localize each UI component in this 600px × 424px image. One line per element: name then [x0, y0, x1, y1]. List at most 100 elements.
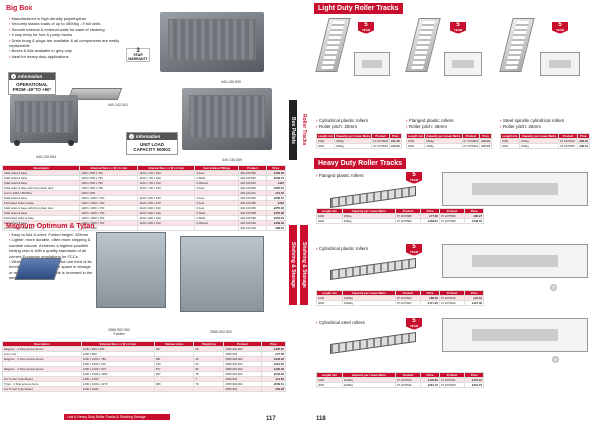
magnum-folded-image: [14, 258, 62, 280]
table-cell: £127.48: [464, 300, 484, 306]
table-cell: £59.40: [576, 138, 591, 144]
roller-part-image: [552, 356, 559, 363]
feature-item: Boxes & lids available in grey only: [9, 48, 122, 53]
heavy-duty-title: Heavy Duty Roller Tracks: [314, 158, 407, 169]
big-box-features: Manufactured in high density polyethylen…: [2, 16, 122, 59]
table-cell: 07.1670510: [371, 143, 391, 149]
table-cell: £31.19: [479, 138, 492, 144]
left-page: Big Box Manufactured in high density pol…: [0, 0, 300, 424]
table-cell: 1200 x 1000: [79, 225, 139, 231]
feature-item: Securely stacks loads of up to 4500kg - …: [9, 21, 122, 26]
table-cell: 150kg: [518, 143, 560, 149]
light-track-drawing-2: [444, 52, 482, 76]
table-cell: 2000: [315, 143, 336, 149]
feature-item: Smooth internal & external walls for eas…: [9, 27, 122, 32]
table-cell: 2000: [316, 300, 343, 306]
table-cell: £158.81: [420, 218, 440, 224]
info-icon: i: [129, 134, 134, 139]
product-code: 440.142.001: [108, 103, 128, 107]
table-cell: 07.1670593: [438, 218, 466, 224]
table-cell: 07.1670602: [394, 300, 422, 306]
table-cell: £59.28: [260, 386, 287, 392]
tab-shelving-left: Shelving & Storage: [289, 225, 297, 305]
table-cell: 2565.902: [223, 386, 262, 392]
feature-item: 4 way entry for fork & pump trucks: [9, 32, 122, 37]
big-box-title: Big Box: [6, 5, 33, 12]
magnum-title: Magnum Optimum & Tytan: [6, 223, 95, 230]
table-cell: £69.81: [265, 225, 287, 231]
table-cell: 150kg: [334, 143, 373, 149]
table-header: Capacity per Linear Metre: [518, 133, 560, 139]
table-cell: 2000: [316, 218, 343, 224]
table-cell: £148.79: [464, 218, 484, 224]
tab-shelving-right: Shelving & Storage: [300, 225, 308, 305]
product-code: 440.130.059: [222, 158, 242, 162]
magnum-crate-image-1: [96, 232, 166, 308]
table-cell: 07.1670522: [461, 143, 481, 149]
heavy-track-image-1: [330, 185, 416, 209]
table-cell: 1200 x 1000: [80, 386, 155, 392]
light-caption-2: Flanged plastic rollersRoller pitch: 48m…: [406, 118, 486, 129]
table-cell: [137, 225, 196, 231]
feature-item: Lighter, more durable, often more shippi…: [9, 237, 94, 259]
light-track-drawing-1: [354, 52, 390, 76]
table-cell: £351.73: [464, 382, 484, 388]
table-cell: Lid To Suit Tytan Board: [2, 386, 82, 392]
table-cell: 07.1670540: [558, 138, 578, 144]
table-cell: 07.1670582: [394, 218, 422, 224]
table-cell: Lid for 1200 x 1000 Box: [1, 225, 81, 231]
table-cell: 07.1670545: [558, 143, 578, 149]
table-cell: £43.33: [389, 143, 402, 149]
table-cell: [193, 386, 225, 392]
heavy-track-image-2: [330, 257, 416, 281]
table-cell: £171.26: [420, 300, 440, 306]
tab-box-pallets-left: Box Pallets: [289, 100, 297, 160]
light-track-image-2: [405, 18, 441, 72]
table-cell: [194, 225, 240, 231]
table-cell: 07.1670504: [371, 138, 391, 144]
footer-bar: Low & Heavy Duty Roller Tracks & Shelvin…: [64, 414, 170, 420]
gutter: Box Pallets Shelving & Storage Roller Tr…: [288, 0, 312, 424]
table-cell: £57.73: [479, 143, 492, 149]
table-cell: 1000kg: [341, 382, 396, 388]
heavy-caption-2: Cylindrical plastic rollers: [316, 246, 396, 252]
table-header: Length mm: [405, 133, 426, 139]
tab-roller-tracks-right: Roller Tracks: [300, 100, 308, 160]
table-cell: 250kg: [341, 218, 396, 224]
table-cell: £99.19: [576, 143, 591, 149]
table-cell: 07.1670612: [438, 300, 466, 306]
product-code: 440.130.594: [36, 155, 56, 159]
info-icon: i: [11, 74, 16, 79]
roller-part-image: [550, 284, 557, 291]
table-cell: 1000kg: [341, 300, 396, 306]
light-track-drawing-3: [540, 52, 580, 76]
table-header: Length mm: [500, 133, 520, 139]
table-cell: 2000: [405, 143, 426, 149]
table-cell: 07.1670520: [461, 138, 481, 144]
table-cell: 07.1670633: [438, 382, 466, 388]
